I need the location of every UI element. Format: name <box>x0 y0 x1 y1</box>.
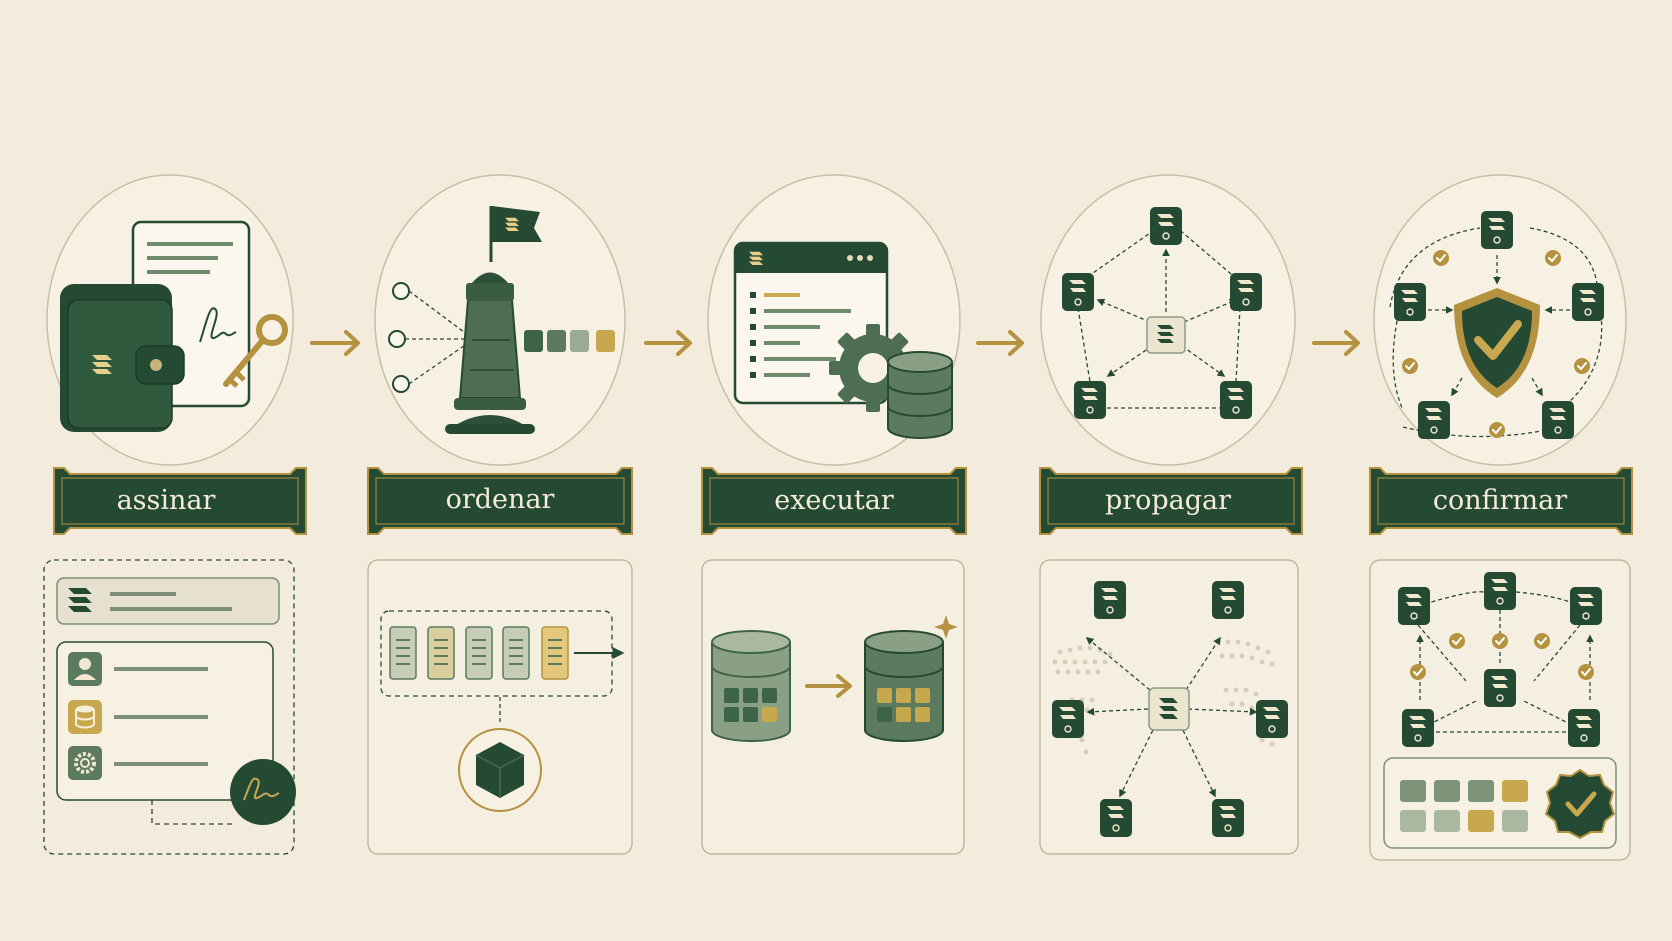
shield-check-icon <box>1454 288 1540 398</box>
banner-confirmar: confirmar <box>1369 467 1633 535</box>
server-node-icon <box>1229 272 1263 312</box>
user-icon <box>68 652 102 686</box>
flag-icon <box>489 206 542 262</box>
step-label-assinar: assinar <box>117 485 216 516</box>
flow-arrows <box>310 330 1360 356</box>
queue-inputs <box>388 282 469 393</box>
banner-assinar: assinar <box>53 467 307 535</box>
step-label-propagar: propagar <box>1105 485 1231 516</box>
wallet-icon <box>60 284 185 432</box>
step-label-executar: executar <box>774 485 894 516</box>
detail-panel-executar <box>701 559 965 855</box>
block-queue <box>524 330 615 352</box>
badge-check-icon <box>1544 768 1616 840</box>
step-label-ordenar: ordenar <box>446 484 555 515</box>
detail-panel-confirmar <box>1369 559 1631 861</box>
key-icon <box>223 314 288 388</box>
database-icon <box>68 700 102 734</box>
database-icon <box>887 351 953 439</box>
banner-executar: executar <box>701 467 967 535</box>
server-node-icon <box>1149 206 1183 246</box>
banner-propagar: propagar <box>1039 467 1303 535</box>
detail-panel-propagar <box>1039 559 1299 855</box>
detail-panel-assinar <box>43 559 296 855</box>
finalized-blocks <box>1400 780 1528 832</box>
signature-icon <box>199 307 237 343</box>
gear-icon <box>68 746 102 780</box>
label-banners: assinar ordenar executar propagar confir… <box>53 467 1633 535</box>
sparkle-icon <box>934 615 958 639</box>
server-node-icon <box>1073 380 1107 420</box>
database-after-icon <box>864 630 944 742</box>
transaction-queue <box>389 626 625 680</box>
server-node-icon <box>1219 380 1253 420</box>
banner-ordenar: ordenar <box>367 467 633 535</box>
detail-panel-ordenar <box>367 559 633 855</box>
server-node-icon <box>1061 272 1095 312</box>
database-before-icon <box>711 630 791 742</box>
lighthouse-icon <box>445 272 535 434</box>
server-nodes-top <box>1061 206 1263 420</box>
step-label-confirmar: confirmar <box>1433 485 1567 516</box>
cube-icon <box>475 742 525 798</box>
confirmation-ring <box>1389 227 1603 439</box>
signature-seal-icon <box>230 759 296 825</box>
propagation-network <box>1077 225 1241 409</box>
